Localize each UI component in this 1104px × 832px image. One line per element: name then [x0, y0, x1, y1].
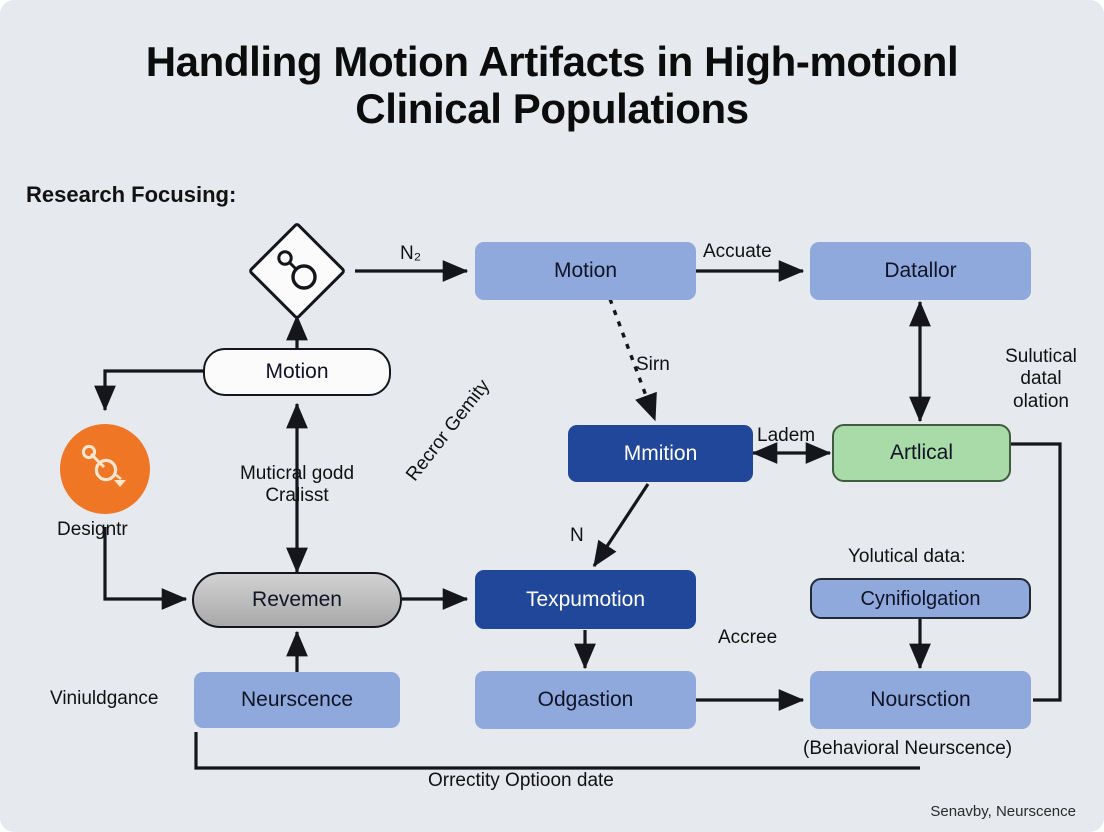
node-motion-white[interactable]: Motion: [203, 348, 391, 396]
edge-label-accree: Accree: [718, 627, 778, 648]
node-label: Revemen: [252, 588, 342, 612]
edge-label-n2: N₂: [400, 243, 422, 264]
edge-label-ladem: Ladem: [757, 425, 816, 446]
node-label: Mmition: [623, 441, 698, 465]
node-datallor[interactable]: Datallor: [810, 242, 1031, 300]
node-label: Texpumotion: [525, 587, 646, 611]
node-label: Cynifiolgation: [860, 587, 981, 610]
node-label: Motion: [265, 360, 329, 384]
node-artlical[interactable]: Artlical: [832, 424, 1011, 482]
node-label: Artlical: [889, 441, 953, 465]
designtr-caption: Designtr: [57, 519, 128, 540]
node-odgastion[interactable]: Odgastion: [475, 671, 696, 729]
node-label: Motion: [553, 259, 618, 283]
edge-label-sirn: Sirn: [636, 354, 670, 375]
section-subtitle: Research Focusing:: [26, 182, 237, 207]
molecule-icon: [277, 250, 317, 290]
label-yolutical-data: Yolutical data:: [848, 546, 966, 567]
edge-label-sulutical: Sulutical datal olation: [1005, 346, 1077, 412]
edge-label-recror-gemity: Recror Gemity: [402, 375, 495, 486]
footer-credit: Senavby, Neurscence: [930, 803, 1076, 820]
node-designtr-circle[interactable]: [60, 424, 150, 514]
node-label: Odgastion: [537, 688, 634, 712]
node-cynifiolgation[interactable]: Cynifiolgation: [810, 578, 1031, 619]
label-viniuldgance: Viniuldgance: [50, 688, 159, 709]
node-noursction[interactable]: Noursction: [810, 671, 1031, 729]
node-motion-top[interactable]: Motion: [475, 242, 696, 300]
node-texpumotion[interactable]: Texpumotion: [475, 570, 696, 629]
label-behavioral-neurscence: (Behavioral Neurscence): [803, 738, 1013, 759]
node-revemen[interactable]: Revemen: [192, 572, 402, 628]
node-label: Noursction: [870, 688, 971, 712]
node-neurscence[interactable]: Neurscence: [194, 672, 400, 728]
edge-label-accuate: Accuate: [703, 241, 772, 262]
node-label: Datallor: [884, 259, 957, 283]
label-orrectity: Orrectity Optioon date: [428, 770, 614, 791]
edge-label-muticral: Muticral godd Cralisst: [239, 463, 355, 507]
edge-label-n: N: [570, 525, 584, 546]
page-title: Handling Motion Artifacts in High-motion…: [145, 38, 959, 133]
node-label: Neurscence: [240, 688, 354, 712]
node-mmition[interactable]: Mmition: [568, 425, 753, 482]
molecule-arrow-icon: [81, 444, 126, 487]
